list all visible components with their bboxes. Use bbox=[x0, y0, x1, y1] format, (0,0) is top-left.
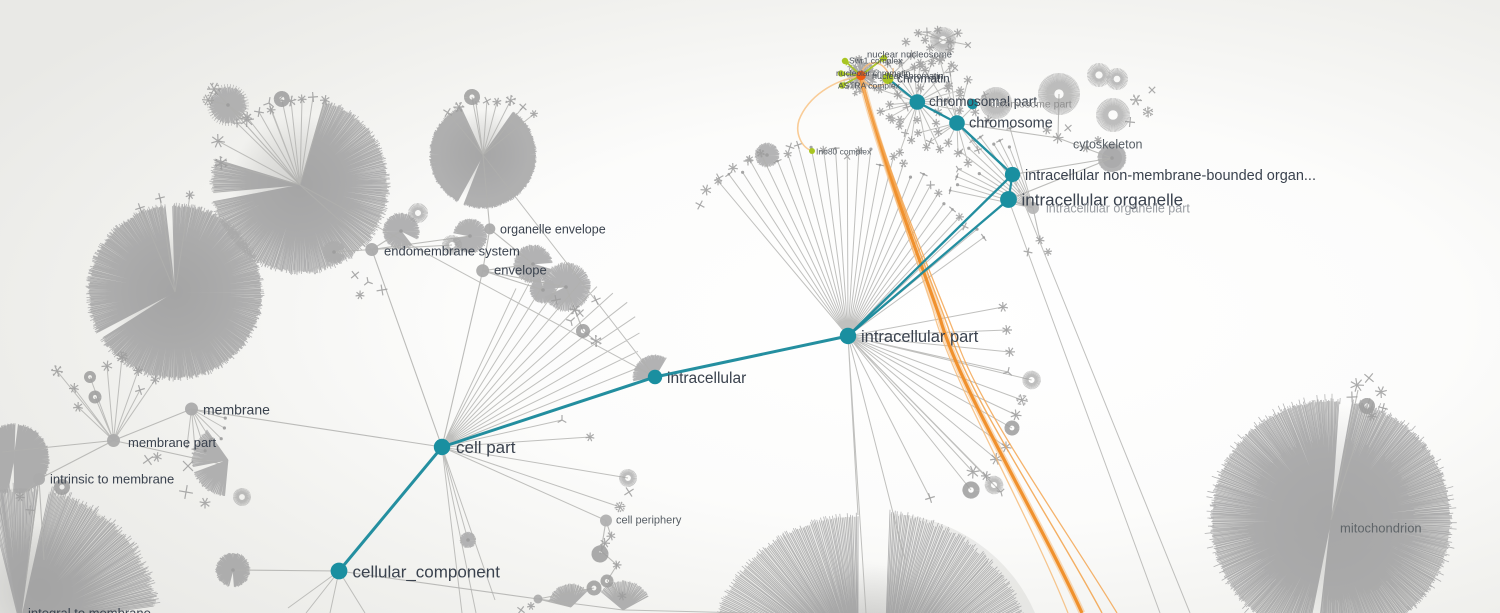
svg-text:nucleolar chromatin: nucleolar chromatin bbox=[836, 68, 910, 78]
svg-text:Swr1 complex: Swr1 complex bbox=[849, 56, 903, 66]
svg-text:nuclear nucleosome: nuclear nucleosome bbox=[867, 50, 952, 61]
svg-text:intracellular: intracellular bbox=[667, 370, 746, 387]
svg-text:chromatin: chromatin bbox=[897, 72, 950, 86]
svg-text:endomembrane system: endomembrane system bbox=[384, 244, 520, 259]
svg-text:mitochondrion: mitochondrion bbox=[1340, 521, 1422, 536]
svg-text:intracellular organelle part: intracellular organelle part bbox=[1046, 202, 1190, 216]
svg-text:envelope: envelope bbox=[494, 263, 547, 278]
svg-text:cell periphery: cell periphery bbox=[616, 515, 682, 527]
svg-text:Ino80 complex: Ino80 complex bbox=[816, 147, 872, 157]
svg-text:nuclear chromatin: nuclear chromatin bbox=[872, 71, 944, 81]
svg-text:membrane part: membrane part bbox=[128, 435, 217, 450]
svg-text:cell part: cell part bbox=[456, 438, 516, 457]
svg-text:chromosomal part: chromosomal part bbox=[929, 94, 1037, 109]
svg-text:ASTRA complex: ASTRA complex bbox=[838, 81, 901, 91]
svg-text:intracellular organelle: intracellular organelle bbox=[1022, 191, 1184, 210]
svg-text:intracellular non-membrane-bou: intracellular non-membrane-bounded organ… bbox=[1025, 168, 1316, 184]
svg-text:integral to membrane: integral to membrane bbox=[28, 606, 151, 613]
svg-text:chromosome part: chromosome part bbox=[990, 99, 1072, 111]
svg-text:intrinsic to membrane: intrinsic to membrane bbox=[50, 472, 174, 487]
svg-text:intracellular part: intracellular part bbox=[861, 328, 979, 346]
svg-text:chromosome: chromosome bbox=[969, 116, 1053, 132]
svg-text:cellular_component: cellular_component bbox=[353, 563, 501, 582]
svg-text:organelle envelope: organelle envelope bbox=[500, 223, 606, 237]
svg-text:cytoskeleton: cytoskeleton bbox=[1073, 138, 1143, 152]
svg-text:membrane: membrane bbox=[203, 402, 270, 418]
